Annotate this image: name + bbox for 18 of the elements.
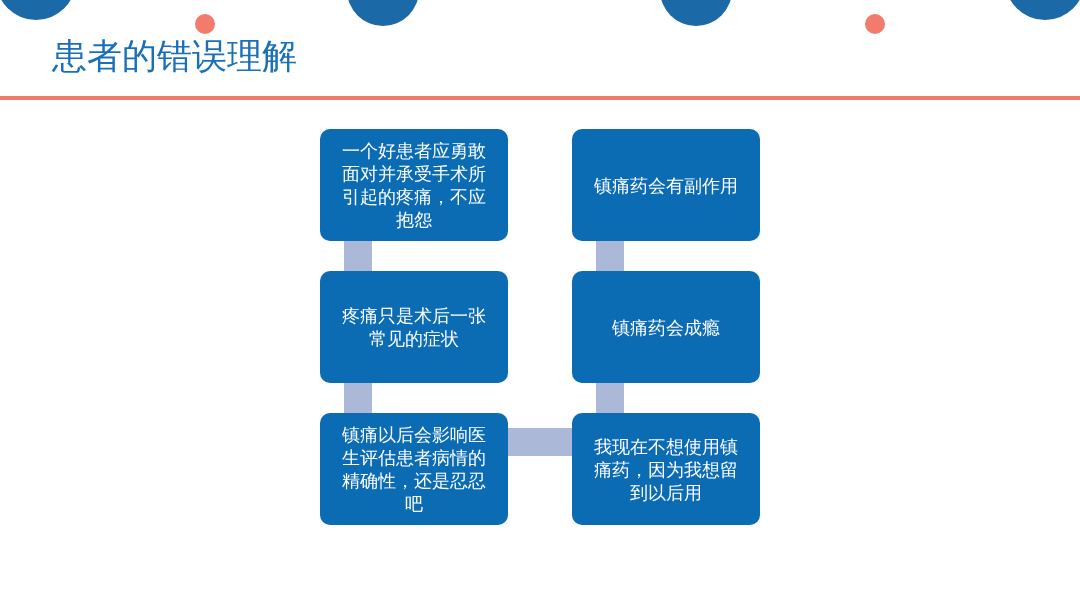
process-box	[320, 271, 508, 383]
connector-bar	[596, 383, 624, 413]
process-box	[572, 129, 760, 241]
box-label: 镇痛以后会影响医生评估患者病情的精确性，还是忍忍吧	[341, 423, 487, 515]
connector-bar	[508, 428, 572, 456]
connector-bar	[596, 241, 624, 271]
box-label: 镇痛药会有副作用	[594, 173, 738, 197]
box-label: 疼痛只是术后一张常见的症状	[341, 304, 487, 350]
slide-title: 患者的错误理解	[52, 35, 297, 78]
box-label: 镇痛药会成瘾	[612, 315, 720, 339]
box-label: 一个好患者应勇敢面对并承受手术所引起的疼痛，不应抱怨	[341, 139, 487, 231]
process-box	[320, 413, 508, 525]
connector-bar	[344, 383, 372, 413]
connector-bar	[344, 241, 372, 271]
process-box	[572, 271, 760, 383]
process-box	[572, 413, 760, 525]
process-box	[320, 129, 508, 241]
box-label: 我现在不想使用镇痛药，因为我想留到以后用	[593, 434, 739, 504]
